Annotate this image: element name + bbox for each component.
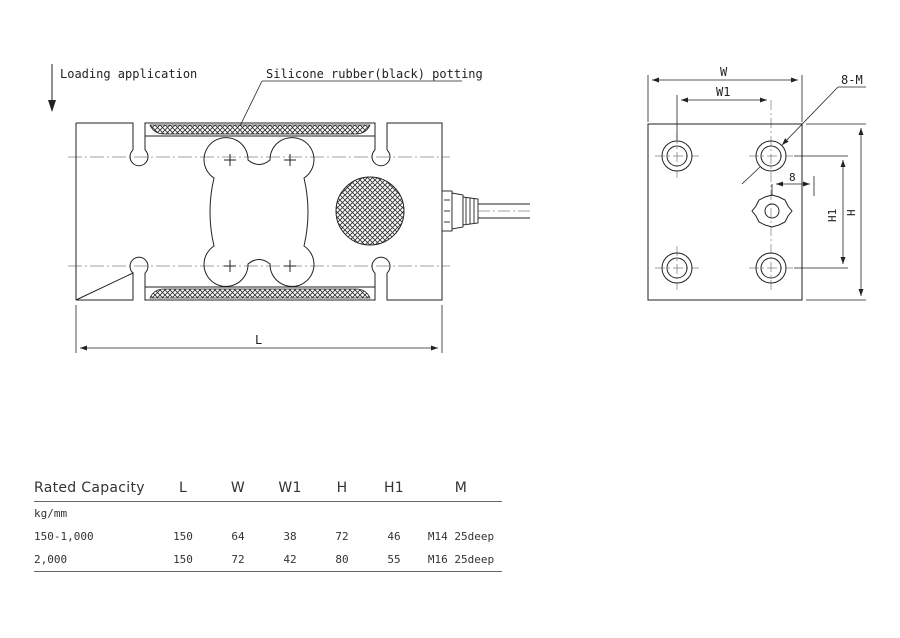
cell-W: 72 [212,548,264,572]
loading-arrow [48,64,56,112]
leader-8M [741,86,866,185]
dim-H1-label: H1 [826,209,839,222]
header-M: M [420,475,502,502]
spec-table: Rated Capacity L W W1 H H1 M kg/mm 150-1… [34,475,502,572]
cell-capacity: 150-1,000 [34,530,94,543]
bore-centre-crosses [224,154,296,272]
center-boss [751,194,793,228]
dimension-L [75,305,443,353]
table-row: 2,000 150 72 42 80 55 M16 25deep [34,548,502,572]
strain-bore [203,137,315,287]
dimension-W [647,75,803,122]
sealing-plug [335,176,405,246]
cable [478,203,532,219]
dimension-H1 [794,155,848,269]
cell-W1: 42 [264,548,316,572]
dimension-H [806,123,866,301]
header-L: L [154,475,212,502]
unit-label: kg/mm [34,507,68,520]
potting-top [149,124,371,135]
mounting-holes [661,140,787,284]
header-W: W [212,475,264,502]
dim-H-label: H [845,209,858,216]
table-row: 150-1,000 150 64 38 72 46 M14 25deep [34,525,502,548]
cell-L: 150 [154,548,212,572]
cell-H: 72 [335,530,349,543]
header-W1: W1 [264,475,316,502]
potting-label: Silicone rubber(black) potting [266,67,483,81]
potting-leader [239,80,263,127]
dim-L-label: L [255,333,262,347]
cell-H1: 55 [368,548,420,572]
cell-L: 150 [173,530,193,543]
dim-8M-label: 8-M [841,73,863,87]
loading-label: Loading application [60,67,197,81]
cable-gland [441,190,479,232]
header-H: H [316,475,368,502]
cell-M: M16 25deep [420,548,502,572]
unit-row: kg/mm [34,502,502,526]
table-header-row: Rated Capacity L W W1 H H1 M [34,475,502,502]
dimension-8 [771,176,815,196]
cell-W1: 38 [283,530,297,543]
cell-H1: 46 [387,530,401,543]
load-cell-side-view [647,123,803,301]
dimension-W1 [676,95,767,140]
dim-W-label: W [720,65,728,79]
header-H1: H1 [368,475,420,502]
cell-W: 64 [231,530,245,543]
dim-8-label: 8 [789,171,796,184]
cell-capacity: 2,000 [34,548,154,572]
cell-H: 80 [316,548,368,572]
cell-M: M14 25deep [427,530,495,543]
header-rated-capacity: Rated Capacity [34,475,154,502]
potting-bottom [149,288,371,299]
dim-W1-label: W1 [716,85,730,99]
